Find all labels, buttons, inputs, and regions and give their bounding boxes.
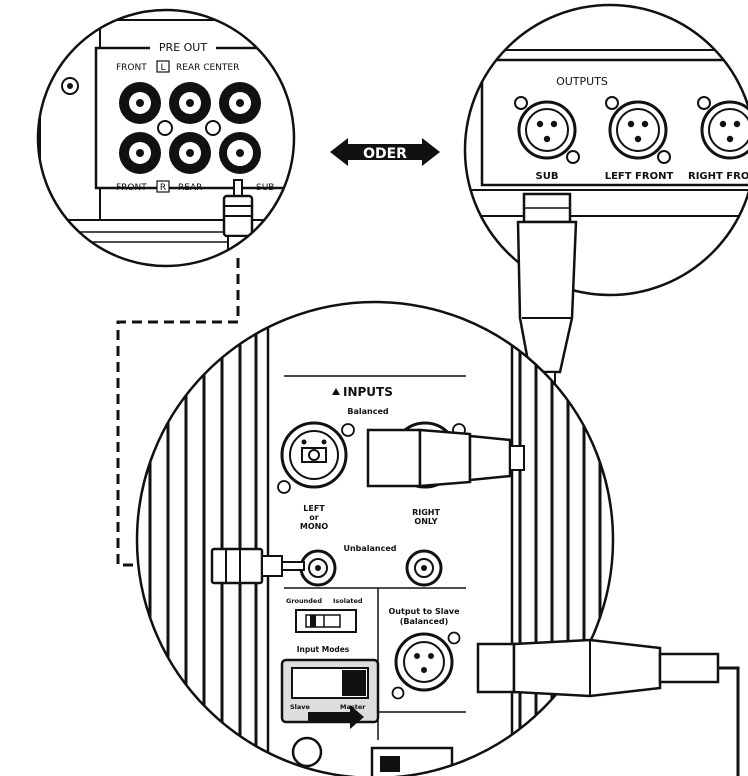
rca-jack-sub — [219, 132, 261, 174]
rca-plug-unbalanced-input — [210, 547, 305, 585]
isolated-label: Isolated — [333, 597, 363, 605]
combo-jack-left — [277, 421, 355, 494]
unbalanced-label: Unbalanced — [343, 544, 396, 553]
rca-jack-rear-r — [169, 132, 211, 174]
input-mode-switch[interactable] — [280, 658, 380, 724]
xlr-plug-balanced-input — [366, 428, 525, 488]
rca-jack-front-l — [119, 82, 161, 124]
preout-rear-label: REAR — [178, 183, 202, 193]
input-modes-label: Input Modes — [297, 645, 350, 654]
left-label-2: or — [309, 513, 318, 522]
output-slave-label-1: Output to Slave — [389, 607, 461, 616]
oder-label: ODER — [363, 146, 407, 162]
ground-lift-switch[interactable] — [295, 609, 357, 633]
mode-arrow-icon — [308, 705, 364, 729]
outputs-left-front-label: LEFT FRONT — [605, 171, 674, 182]
xlr-jack-right-front — [697, 96, 748, 160]
preout-title: PRE OUT — [159, 41, 207, 54]
rca-jack-front-r — [119, 132, 161, 174]
right-label-1: RIGHT — [412, 508, 440, 517]
outputs-sub-label: SUB — [536, 171, 559, 182]
preout-l-box-label: L — [160, 63, 165, 73]
slave-label: Slave — [290, 703, 311, 711]
xlr-jack-left-front — [605, 96, 671, 164]
left-label-3: MONO — [300, 522, 328, 531]
outputs-panel: OUTPUTS SUB LEFT FRONT RIGHT FRO — [465, 5, 748, 295]
outputs-right-front-label: RIGHT FRO — [688, 171, 748, 182]
dashed-rca-cable — [116, 258, 240, 567]
right-label-2: ONLY — [414, 517, 437, 526]
output-slave-label-2: (Balanced) — [400, 617, 449, 626]
preout-front-top-label: FRONT — [116, 63, 147, 73]
oder-double-arrow: ODER — [330, 138, 440, 166]
rca-jack-input-left — [299, 549, 337, 587]
outputs-title: OUTPUTS — [556, 75, 608, 88]
rca-jack-center — [219, 82, 261, 124]
rca-plug-top — [222, 179, 254, 259]
screw-icon — [61, 77, 79, 95]
preout-sub-label: SUB — [256, 183, 274, 193]
grounded-label: Grounded — [286, 597, 322, 605]
preout-r-box-label: R — [160, 183, 166, 193]
rca-jack-rear-l — [169, 82, 211, 124]
preout-front-bottom-label: FRONT — [116, 183, 147, 193]
xlr-jack-output-slave — [391, 631, 461, 700]
master-label: Master — [340, 703, 366, 711]
xlr-plug-top — [522, 192, 572, 224]
preout-rear-center-label: REAR CENTER — [176, 63, 239, 73]
rca-jack-input-right — [405, 549, 443, 587]
left-label-1: LEFT — [303, 504, 325, 513]
balanced-label: Balanced — [347, 407, 389, 416]
preout-panel: PRE OUT FRONT L REAR CENTER FRONT R REAR… — [38, 10, 294, 266]
xlr-jack-sub — [514, 96, 580, 164]
xlr-plug-output-slave — [476, 638, 740, 776]
inputs-title: INPUTS — [343, 385, 393, 399]
